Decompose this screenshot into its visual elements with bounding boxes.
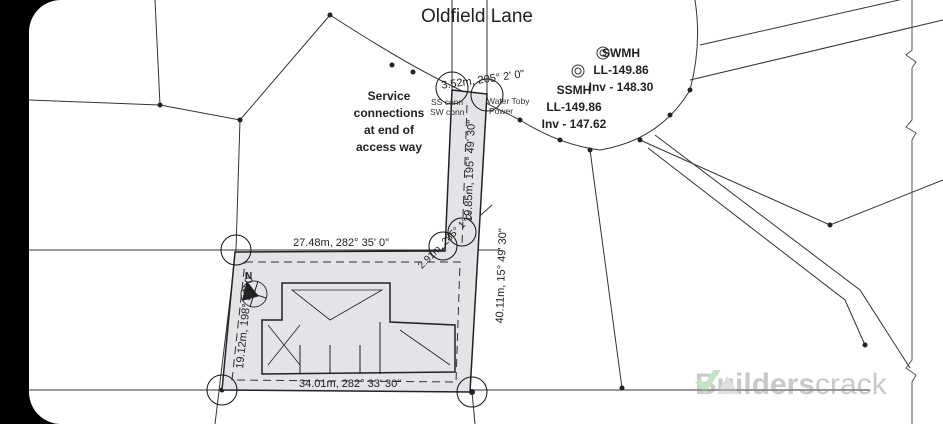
house-footprint: [261, 282, 456, 375]
dim-north-boundary: 27.48m, 282° 35' 0": [293, 237, 390, 249]
water-toby-label: Water Toby: [487, 96, 530, 106]
setback-line: [231, 261, 461, 383]
watermark-crack: crack: [815, 368, 887, 401]
site-plan-drawing: [29, 0, 943, 424]
north-arrow-icon: [240, 280, 268, 308]
manhole-inv: Inv - 148.30: [588, 80, 654, 94]
note-line: at end of: [364, 123, 414, 137]
manhole-name: SSMH: [556, 83, 592, 97]
boundary-lines: [29, 0, 943, 424]
dim-south-boundary: 34.01m, 282° 33' 30": [299, 378, 402, 390]
check-logo-icon: [695, 370, 739, 394]
street-name: Oldfield Lane: [421, 6, 533, 27]
site-plan: Oldfield Lane Service connections at end…: [29, 0, 943, 424]
manhole-inv: Inv - 147.62: [541, 117, 607, 131]
note-line: connections: [353, 106, 425, 120]
road-boundary: [329, 0, 699, 151]
boundary-marks: [206, 71, 504, 408]
power-label: Power: [489, 106, 514, 116]
note-line: Service: [367, 89, 411, 103]
lot-parcel: [221, 89, 488, 393]
sw-conn-label: SW conn: [430, 107, 465, 117]
survey-points: [157, 12, 868, 395]
note-line: access way: [355, 140, 423, 154]
swmh-label: SWMH LL-149.86 Inv - 148.30: [586, 45, 656, 96]
north-label: N: [245, 271, 253, 282]
watermark-builders: Builders: [695, 368, 816, 401]
manhole-ll: LL-149.86: [593, 63, 649, 77]
service-note: Service connections at end of access way: [351, 88, 427, 156]
ss-conn-label: SS conn: [431, 97, 464, 107]
manhole-ll: LL-149.86: [546, 100, 602, 114]
manhole-icons: [571, 46, 610, 78]
ssmh-label: SSMH LL-149.86 Inv - 147.62: [534, 82, 614, 133]
manhole-name: SWMH: [602, 46, 640, 60]
